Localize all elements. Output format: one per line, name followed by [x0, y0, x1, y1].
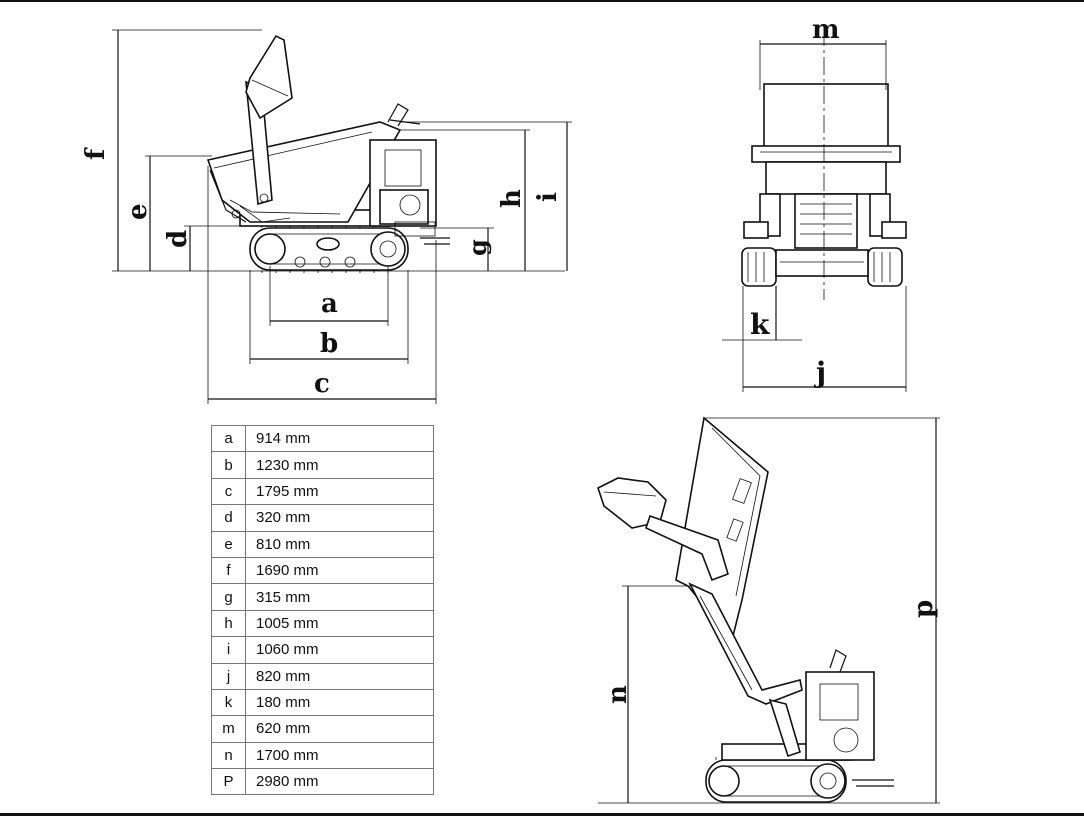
- dim-label-e: e: [123, 203, 153, 220]
- dim-label-b: b: [320, 329, 338, 359]
- spec-value: 180 mm: [245, 688, 434, 717]
- spec-value: 914 mm: [245, 424, 434, 453]
- dim-label-i: i: [533, 192, 563, 202]
- spec-value: 1230 mm: [245, 451, 434, 479]
- dim-label-m: m: [812, 15, 840, 45]
- spec-key: P: [211, 768, 246, 796]
- dim-label-n: n: [603, 685, 633, 704]
- front-view-machine: [741, 28, 907, 300]
- spec-key: h: [211, 609, 246, 638]
- raised-view-machine: [597, 416, 894, 803]
- dim-label-h: h: [497, 189, 527, 208]
- spec-key: k: [211, 688, 246, 717]
- dim-label-p: p: [909, 600, 939, 618]
- dim-label-j: j: [813, 356, 826, 389]
- dim-label-c: c: [314, 369, 330, 399]
- dim-label-f: f: [81, 147, 111, 160]
- spec-key: a: [211, 424, 246, 453]
- spec-key: b: [211, 451, 246, 479]
- spec-key: m: [211, 715, 246, 743]
- spec-value: 820 mm: [245, 662, 434, 690]
- dim-label-k: k: [750, 308, 770, 341]
- spec-value: 1700 mm: [245, 741, 434, 770]
- dim-label-a: a: [321, 289, 338, 319]
- spec-key: c: [211, 477, 246, 506]
- spec-key: e: [211, 530, 246, 558]
- spec-key: d: [211, 504, 246, 532]
- spec-key: g: [211, 583, 246, 611]
- spec-value: 1005 mm: [245, 609, 434, 638]
- spec-value: 1795 mm: [245, 477, 434, 506]
- spec-value: 620 mm: [245, 715, 434, 743]
- spec-key: i: [211, 636, 246, 664]
- spec-value: 1060 mm: [245, 636, 434, 664]
- spec-key: f: [211, 556, 246, 585]
- spec-key: n: [211, 741, 246, 770]
- spec-value: 320 mm: [245, 504, 434, 532]
- spec-value: 1690 mm: [245, 556, 434, 585]
- front-view-dimensions: [722, 40, 907, 392]
- spec-value: 315 mm: [245, 583, 434, 611]
- dim-label-d: d: [163, 230, 193, 248]
- raised-view-dimensions: [598, 417, 940, 804]
- side-view-machine: [206, 34, 450, 273]
- spec-key: j: [211, 662, 246, 690]
- dim-label-g: g: [463, 239, 492, 256]
- side-view-dimensions: [112, 29, 572, 404]
- spec-value: 2980 mm: [245, 768, 434, 796]
- spec-value: 810 mm: [245, 530, 434, 558]
